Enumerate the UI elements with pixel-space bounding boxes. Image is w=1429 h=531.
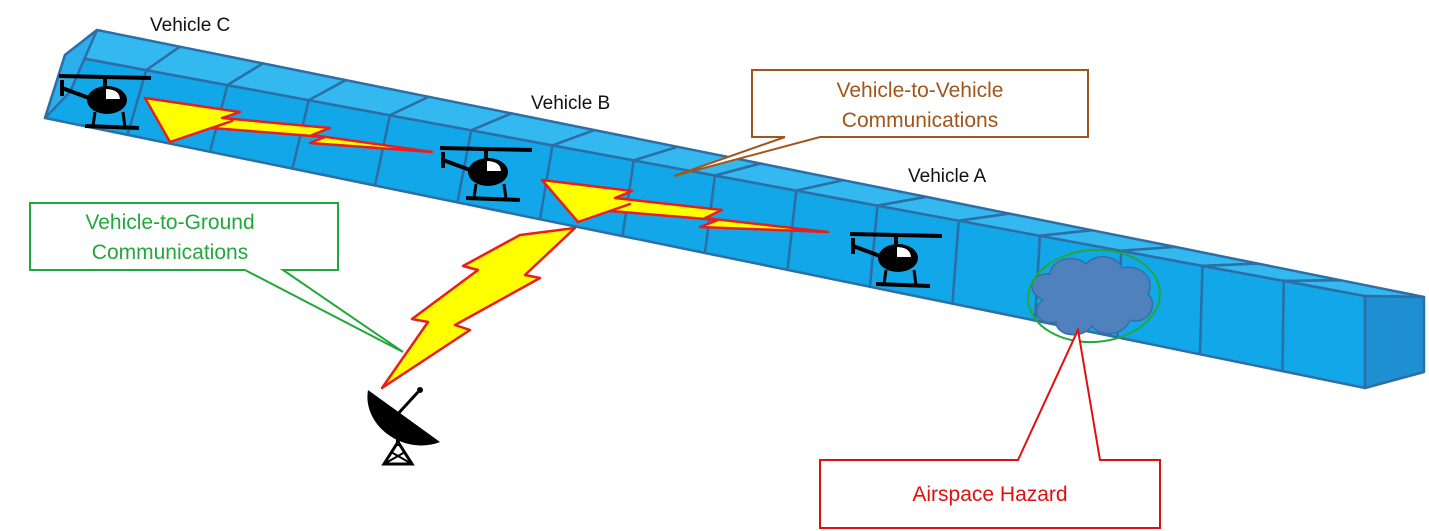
- corridor-segment-side: [1198, 264, 1286, 373]
- helicopter-icon: [439, 146, 533, 202]
- helicopter-icon: [58, 74, 152, 130]
- vehicle-a-label: Vehicle A: [908, 166, 986, 187]
- callout-airspace-hazard: Airspace Hazard: [819, 326, 1161, 529]
- corridor-end-cap: [1363, 294, 1426, 390]
- storm-cloud-icon: [1027, 248, 1161, 344]
- helicopter-icon: [849, 232, 943, 288]
- lightning-bolt-b-to-a: [540, 178, 830, 234]
- callout-vehicle-to-ground: Vehicle-to-Ground Communications: [29, 202, 404, 353]
- callout-v2g-line1: Vehicle-to-Ground: [85, 211, 254, 234]
- callout-vehicle-to-vehicle: Vehicle-to-Vehicle Communications: [673, 69, 1089, 177]
- vehicle-c-label: Vehicle C: [150, 15, 230, 36]
- corridor-segment-side: [1281, 279, 1367, 390]
- corridor-segment-side: [951, 219, 1042, 322]
- callout-v2v-line2: Communications: [842, 109, 998, 132]
- corridor-segment-side: [786, 189, 879, 289]
- lightning-bolt-b-to-ground: [380, 226, 577, 390]
- corridor-start-cap: [43, 28, 99, 120]
- satellite-dish-icon: [367, 387, 440, 466]
- lightning-bolt-c-to-b: [143, 96, 434, 154]
- callout-hazard-label: Airspace Hazard: [912, 483, 1067, 506]
- callout-v2g-line2: Communications: [92, 241, 248, 264]
- callout-v2v-line1: Vehicle-to-Vehicle: [837, 79, 1004, 102]
- vehicle-b-label: Vehicle B: [531, 93, 610, 114]
- communication-links: [143, 96, 830, 390]
